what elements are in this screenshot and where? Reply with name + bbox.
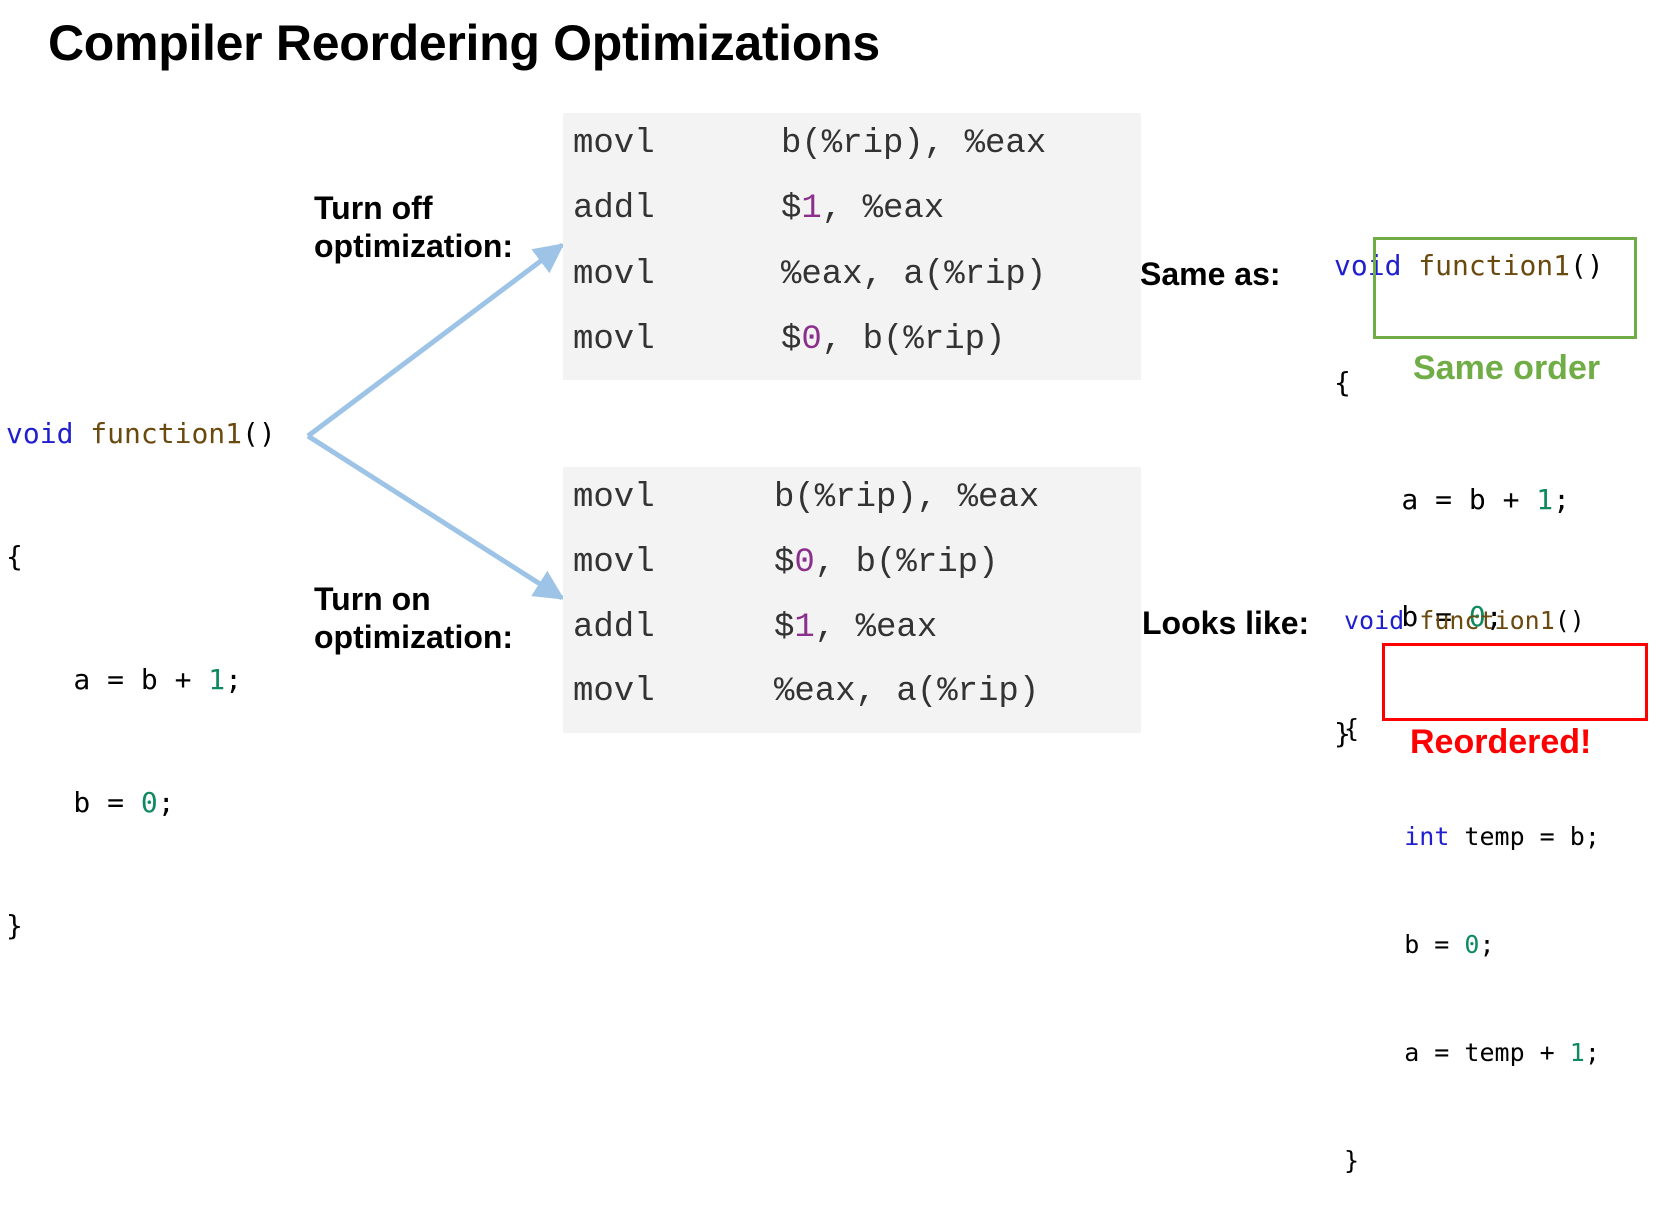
asm-text: %eax, a(%rip) bbox=[774, 673, 1040, 711]
asm-block-unoptimized: movl b(%rip), %eax addl $1, %eax movl %eax,… bbox=[563, 113, 1141, 380]
code-text: ; bbox=[1485, 600, 1503, 633]
reordered-label: Reordered! bbox=[1410, 723, 1592, 761]
parens: () bbox=[1570, 249, 1604, 282]
open-brace: { bbox=[6, 540, 23, 573]
asm-args: b(%rip), %eax bbox=[781, 125, 1046, 163]
asm-immediate: 0 bbox=[794, 544, 815, 582]
asm-args: b(%rip), %eax bbox=[774, 479, 1039, 517]
label-line: Turn off bbox=[314, 190, 433, 226]
code-number: 1 bbox=[1569, 1038, 1585, 1067]
close-brace: } bbox=[1344, 1146, 1360, 1175]
code-text: a = temp + bbox=[1344, 1038, 1570, 1067]
arrows-diagram bbox=[306, 243, 565, 601]
source-signature: void function1() bbox=[6, 413, 276, 454]
asm-args: $0, b(%rip) bbox=[781, 321, 1005, 359]
asm-text: , %eax bbox=[814, 609, 938, 647]
asm-text: b(%rip), %eax bbox=[781, 125, 1047, 163]
code-number: 1 bbox=[208, 663, 226, 696]
reordered-highlight-box bbox=[1382, 643, 1648, 721]
asm-text: $ bbox=[774, 544, 795, 582]
asm-text: , b(%rip) bbox=[821, 321, 1006, 359]
asm-opcode: addl bbox=[573, 190, 655, 228]
arrow-to-optimized bbox=[306, 433, 565, 601]
parens: () bbox=[242, 417, 276, 450]
arrow-to-unoptimized bbox=[306, 243, 565, 438]
asm-opcode: movl bbox=[573, 544, 655, 582]
asm-immediate: 1 bbox=[801, 190, 822, 228]
function-name: function1 bbox=[1419, 606, 1555, 635]
label-turn-on-optimization: Turn on optimization: bbox=[314, 580, 513, 656]
keyword-int: int bbox=[1404, 822, 1450, 851]
label-same-as: Same as: bbox=[1140, 256, 1281, 292]
code-text: a = b + bbox=[6, 663, 209, 696]
open-brace: { bbox=[1334, 366, 1351, 399]
function-name: function1 bbox=[1418, 249, 1571, 282]
code-text: ; bbox=[1479, 930, 1495, 959]
equivalent-code-optimized: void function1() { int temp = b; b = 0; … bbox=[1344, 531, 1600, 1215]
asm-immediate: 1 bbox=[794, 609, 815, 647]
code-line-2: b = 0; bbox=[1334, 597, 1604, 636]
code-line-1: int temp = b; bbox=[1344, 819, 1600, 855]
parens: () bbox=[1554, 606, 1585, 635]
asm-args: $0, b(%rip) bbox=[774, 544, 998, 582]
asm-text: %eax, a(%rip) bbox=[781, 256, 1047, 294]
function-signature: void function1() bbox=[1334, 246, 1604, 285]
code-text: b = bbox=[1344, 930, 1465, 959]
code-line-1: a = b + 1; bbox=[1334, 480, 1604, 519]
asm-opcode: movl bbox=[573, 256, 655, 294]
label-looks-like: Looks like: bbox=[1142, 605, 1310, 641]
asm-text: , b(%rip) bbox=[814, 544, 999, 582]
asm-text: $ bbox=[781, 321, 802, 359]
page-title: Compiler Reordering Optimizations bbox=[48, 15, 880, 71]
asm-args: %eax, a(%rip) bbox=[781, 256, 1046, 294]
code-line-3: a = temp + 1; bbox=[1344, 1035, 1600, 1071]
code-text: ; bbox=[1584, 1038, 1600, 1067]
asm-opcode: addl bbox=[573, 609, 655, 647]
code-number: 1 bbox=[1536, 483, 1554, 516]
same-order-highlight-box bbox=[1373, 237, 1637, 339]
asm-block-optimized: movl b(%rip), %eax movl $0, b(%rip) addl $1… bbox=[563, 467, 1141, 733]
asm-text: b(%rip), %eax bbox=[774, 479, 1040, 517]
function-signature: void function1() bbox=[1344, 603, 1600, 639]
asm-opcode: movl bbox=[573, 125, 655, 163]
code-number: 0 bbox=[1468, 600, 1486, 633]
code-line-2: b = 0; bbox=[1344, 927, 1600, 963]
close-brace: } bbox=[6, 909, 23, 942]
close-brace: } bbox=[1334, 717, 1351, 750]
asm-text: $ bbox=[774, 609, 795, 647]
asm-args: $1, %eax bbox=[781, 190, 944, 228]
label-line: optimization: bbox=[314, 228, 514, 264]
asm-opcode: movl bbox=[573, 479, 655, 517]
label-line: Turn on bbox=[314, 581, 431, 617]
source-line-1: a = b + 1; bbox=[6, 659, 276, 700]
code-text: b = bbox=[1334, 600, 1469, 633]
asm-opcode: movl bbox=[573, 673, 655, 711]
code-text bbox=[1344, 822, 1404, 851]
keyword-void: void bbox=[1334, 249, 1402, 282]
equivalent-code-unoptimized: void function1() { a = b + 1; b = 0; } bbox=[1334, 168, 1604, 792]
keyword-void: void bbox=[6, 417, 74, 450]
code-text: ; bbox=[225, 663, 243, 696]
keyword-void: void bbox=[1344, 606, 1405, 635]
label-turn-off-optimization: Turn off optimization: bbox=[314, 189, 513, 265]
function-name: function1 bbox=[90, 417, 243, 450]
same-order-label: Same order bbox=[1413, 349, 1601, 387]
code-text: temp = b; bbox=[1449, 822, 1600, 851]
asm-opcode: movl bbox=[573, 321, 655, 359]
code-text: ; bbox=[1553, 483, 1571, 516]
asm-text: , %eax bbox=[821, 190, 945, 228]
asm-args: $1, %eax bbox=[774, 609, 937, 647]
code-text: a = b + bbox=[1334, 483, 1537, 516]
asm-text: $ bbox=[781, 190, 802, 228]
code-number: 0 bbox=[1464, 930, 1480, 959]
open-brace: { bbox=[1344, 714, 1360, 743]
label-line: optimization: bbox=[314, 619, 514, 655]
asm-args: %eax, a(%rip) bbox=[774, 673, 1039, 711]
asm-immediate: 0 bbox=[801, 321, 822, 359]
